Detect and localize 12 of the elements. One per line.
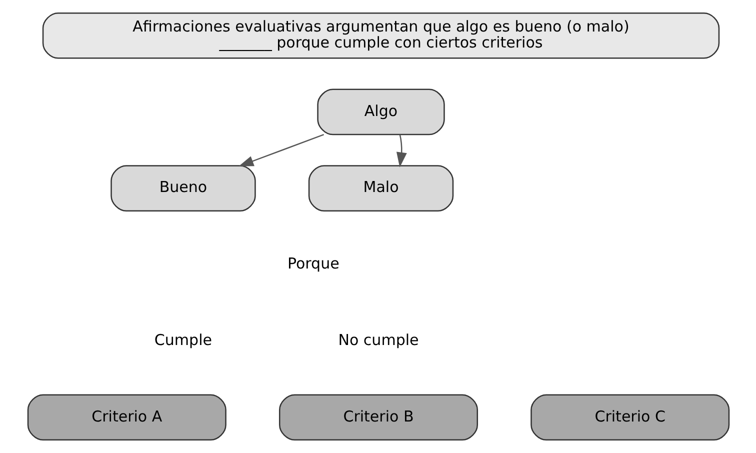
node-box: Malo (308, 165, 454, 212)
node-box: Criterio C (530, 394, 730, 441)
node-box: Criterio B (278, 394, 478, 441)
label: Cumple (154, 330, 212, 349)
node-box: Algo (316, 88, 444, 136)
arrow (396, 134, 406, 168)
node-box: Criterio A (26, 394, 226, 441)
label: No cumple (338, 330, 418, 349)
arrow (238, 134, 324, 166)
label: Porque (286, 254, 339, 273)
node-box: Bueno (110, 165, 256, 212)
node-box: Afirmaciones evaluativas argumentan que algo es bueno (o malo) _______ porque cumple con ciertos criterios (42, 12, 720, 59)
